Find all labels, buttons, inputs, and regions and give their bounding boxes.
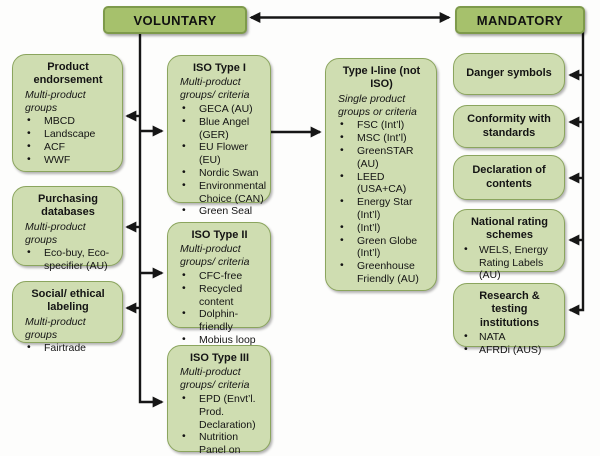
bullet-list: Fairtrade [18, 341, 118, 355]
node-iso-type-1: ISO Type I Multi-product groups/ criteri… [167, 55, 271, 217]
bullet-item: Landscape [18, 127, 118, 141]
mandatory-label: MANDATORY [476, 12, 564, 28]
bullet-item: WELS, Energy Rating Labels (AU) [459, 243, 560, 282]
node-declaration-contents: Declaration of contents [453, 155, 565, 200]
bullet-list: Eco-buy, Eco-specifier (AU) [18, 246, 118, 273]
node-subtitle: Multi-product groups [25, 315, 86, 341]
node-title: Social/ ethical labeling [31, 288, 105, 314]
node-title: ISO Type II [191, 229, 248, 241]
node-conformity-standards: Conformity with standards [453, 105, 565, 148]
mandatory-header: MANDATORY [455, 6, 585, 34]
voluntary-spine-and-iso3-arrow [138, 30, 164, 408]
bullet-list: FSC (Int’l) MSC (Int’l) GreenSTAR (AU) L… [331, 118, 432, 286]
bullet-item: Dolphin-friendly [173, 307, 266, 334]
bullet-item: AFRDi (AUS) [459, 343, 560, 357]
bullet-item: FSC (Int’l) [331, 118, 432, 132]
node-title: Purchasing databases [38, 193, 98, 219]
bullet-item: Blue Angel (GER) [173, 115, 266, 142]
bullet-item: NATA [459, 330, 560, 344]
bullet-item: Green Globe (Int’l) [331, 234, 432, 261]
bullet-item: EU Flower (EU) [173, 140, 266, 167]
bullet-item: Energy Star (Int’l) [331, 195, 432, 222]
node-subtitle: Multi-product groups/ criteria [180, 76, 250, 102]
voluntary-label: VOLUNTARY [133, 12, 217, 28]
bullet-item: WWF [18, 153, 118, 167]
bullet-item: (Int’l) [331, 221, 432, 235]
node-type-1-line: Type I-line (not ISO) Single product gro… [325, 58, 437, 291]
bullet-item: ACF [18, 140, 118, 154]
mandatory-spine-and-research-arrow [568, 30, 585, 316]
bullet-item: LEED (USA+CA) [331, 170, 432, 197]
node-title: ISO Type I [193, 62, 246, 74]
node-title: Type I-line (not ISO) [342, 65, 421, 91]
bullet-item: Greenhouse Friendly (AU) [331, 259, 432, 286]
voluntary-header: VOLUNTARY [103, 6, 247, 34]
node-product-endorsement: Product endorsement Multi-product groups… [12, 54, 123, 172]
bullet-item: EPD (Envt’l. Prod. Declaration) [173, 392, 266, 431]
node-national-rating-schemes: National rating schemes WELS, Energy Rat… [453, 209, 565, 281]
node-danger-symbols: Danger symbols [453, 53, 565, 95]
bullet-item: Fairtrade [18, 341, 118, 355]
node-research-testing-institutions: Research & testing institutions NATA AFR… [453, 283, 565, 356]
node-title: Conformity with standards [467, 113, 551, 139]
node-subtitle: Multi-product groups [25, 220, 86, 246]
bullet-list: EPD (Envt’l. Prod. Declaration) Nutritio… [173, 392, 266, 456]
bullet-item: GreenSTAR (AU) [331, 144, 432, 171]
node-iso-type-3: ISO Type III Multi-product groups/ crite… [167, 345, 271, 456]
bullet-list: MBCD Landscape ACF WWF [18, 114, 118, 167]
node-title: Product endorsement [33, 61, 103, 87]
node-subtitle: Multi-product groups/ criteria [180, 366, 250, 392]
node-title: Research & testing institutions [479, 290, 540, 329]
bullet-item: CFC-free [173, 269, 266, 283]
node-title: ISO Type III [189, 352, 250, 364]
bullet-item: Nordic Swan [173, 166, 266, 180]
bullet-item: Green Seal [173, 204, 266, 218]
bullet-item: Recycled content [173, 282, 266, 309]
bullet-list: CFC-free Recycled content Dolphin-friend… [173, 269, 266, 347]
bullet-item: Nutrition Panel on Food [173, 430, 266, 456]
node-iso-type-2: ISO Type II Multi-product groups/ criter… [167, 222, 271, 346]
node-title: Declaration of contents [472, 164, 546, 190]
bullet-item: GECA (AU) [173, 102, 266, 116]
node-subtitle: Multi-product groups [25, 88, 86, 114]
node-title: Danger symbols [466, 67, 552, 80]
node-social-ethical-labeling: Social/ ethical labeling Multi-product g… [12, 281, 123, 354]
node-title: National rating schemes [470, 216, 548, 242]
bullet-list: NATA AFRDi (AUS) [459, 330, 560, 357]
bullet-item: Environmental Choice (CAN) [173, 179, 266, 206]
node-subtitle: Multi-product groups/ criteria [180, 243, 250, 269]
node-subtitle: Single product groups or criteria [338, 92, 417, 118]
bullet-item: MBCD [18, 114, 118, 128]
bullet-item: MSC (Int’l) [331, 131, 432, 145]
bullet-list: GECA (AU) Blue Angel (GER) EU Flower (EU… [173, 102, 266, 218]
node-purchasing-databases: Purchasing databases Multi-product group… [12, 186, 123, 272]
bullet-list: WELS, Energy Rating Labels (AU) [459, 243, 560, 282]
bullet-item: Mobius loop [173, 333, 266, 347]
bullet-item: Eco-buy, Eco-specifier (AU) [18, 246, 118, 273]
